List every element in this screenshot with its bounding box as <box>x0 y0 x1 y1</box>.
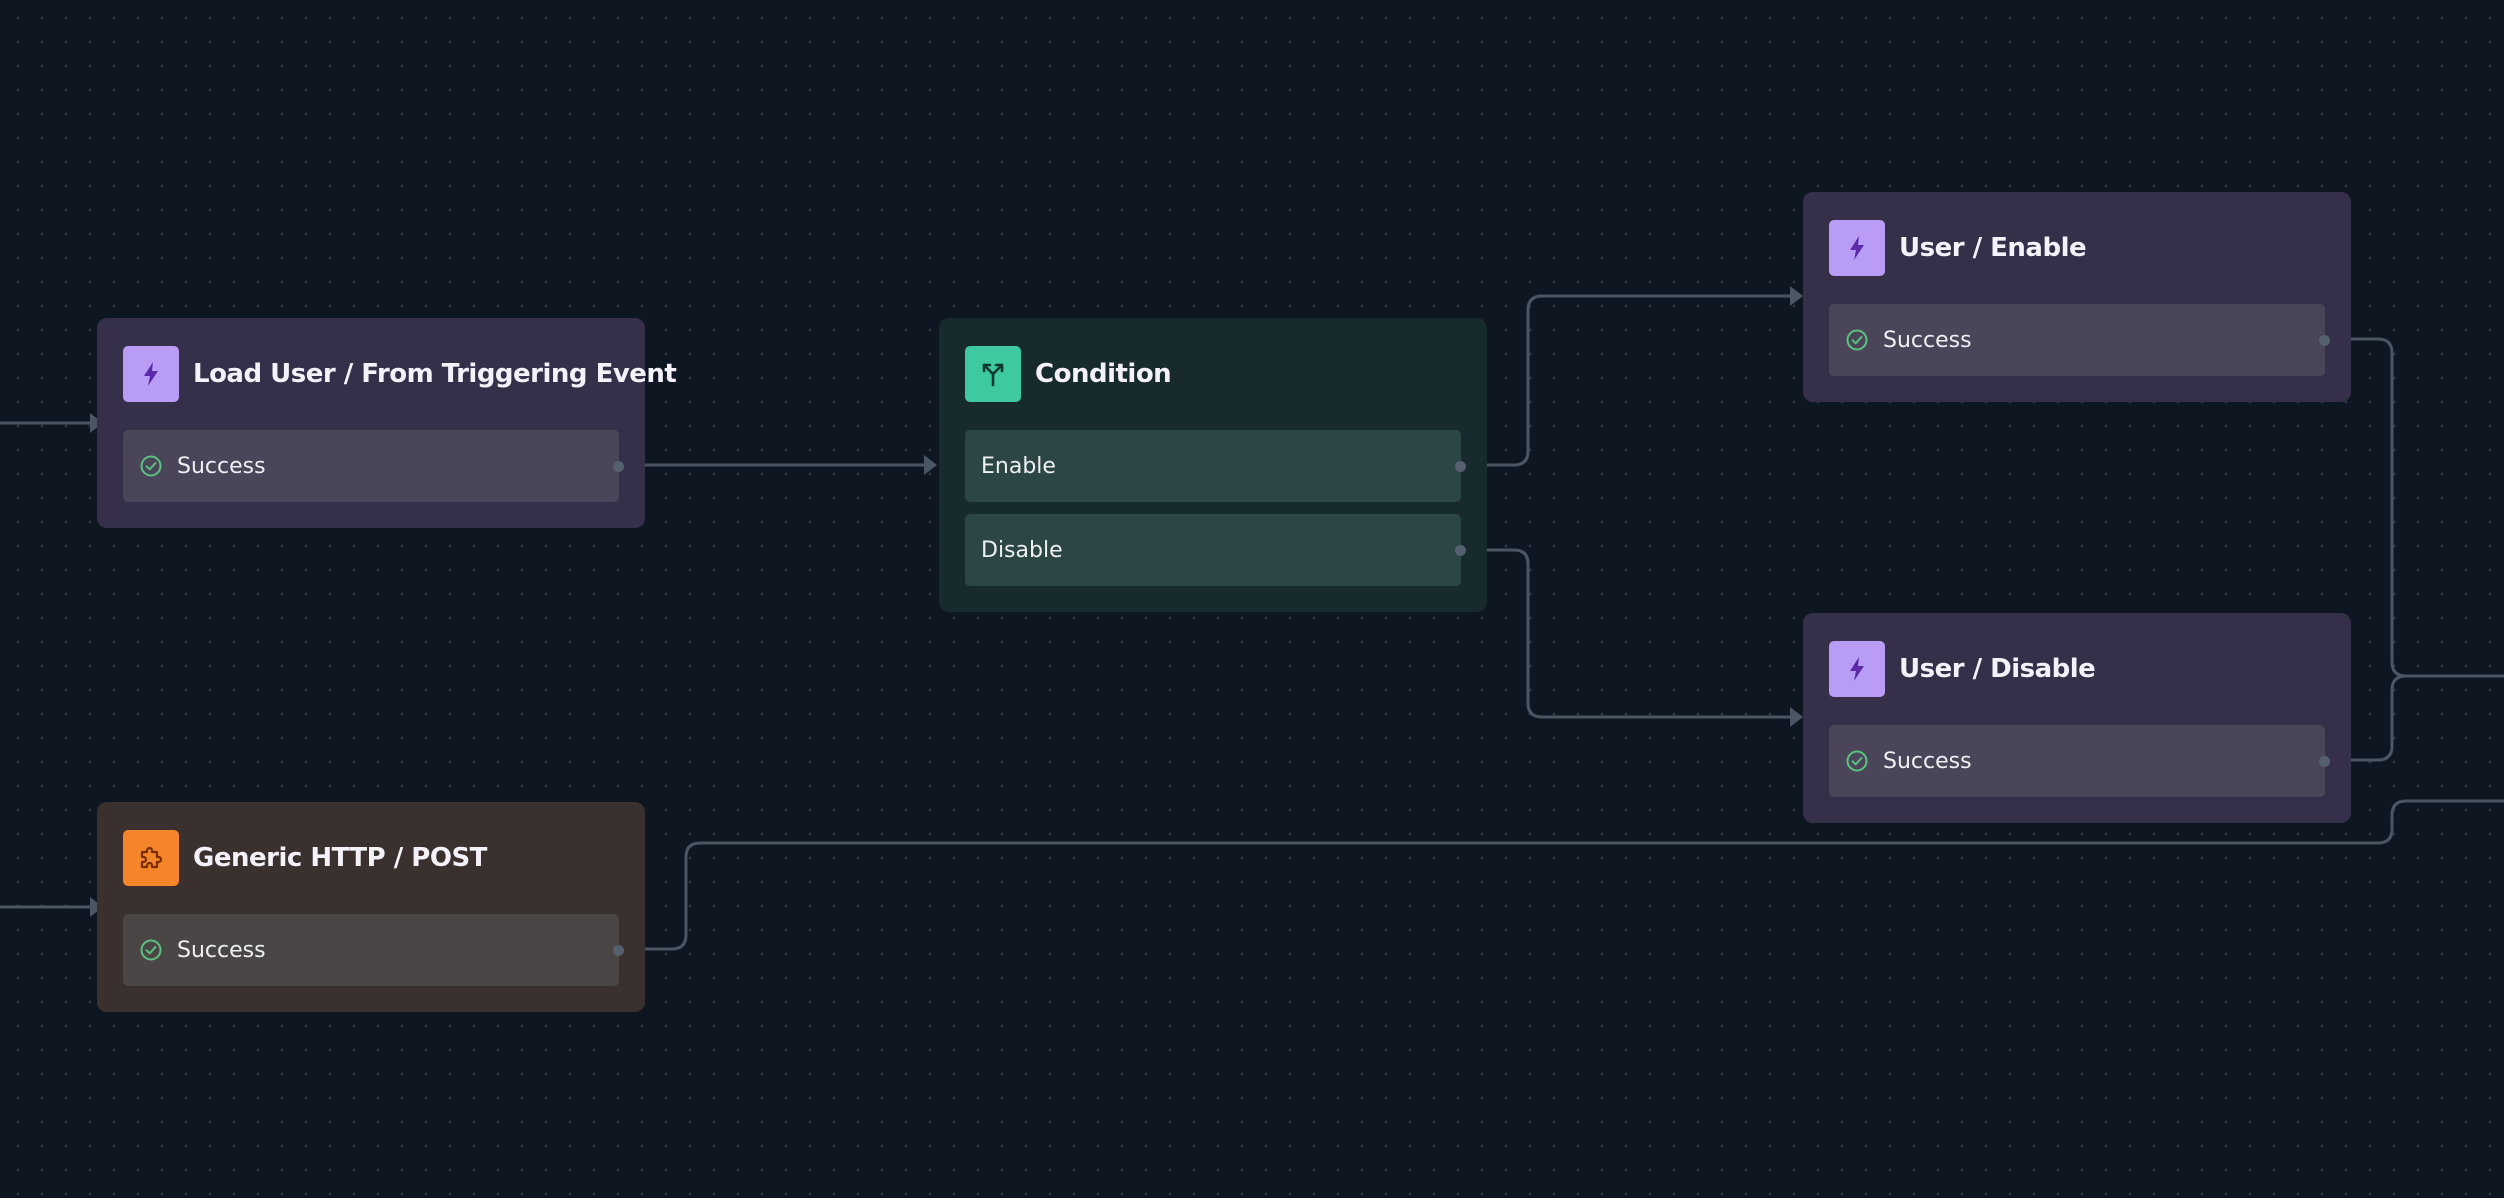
port-label: Disable <box>981 537 1063 563</box>
node-user-enable[interactable]: User / Enable Success <box>1803 192 2351 402</box>
node-load-user[interactable]: Load User / From Triggering Event Succes… <box>97 318 677 528</box>
port-label: Enable <box>981 453 1056 479</box>
node-title: Condition <box>1035 359 1172 389</box>
node-generic-http[interactable]: Generic HTTP / POST Success <box>97 802 645 1012</box>
port-label: Success <box>177 937 266 963</box>
node-header: User / Disable <box>1829 613 2325 725</box>
lightning-icon <box>1829 641 1885 697</box>
check-circle-icon <box>139 938 163 962</box>
port-handle[interactable] <box>2319 335 2330 346</box>
branch-icon <box>965 346 1021 402</box>
node-title: User / Enable <box>1899 233 2087 263</box>
edge-arrow-user-enable <box>1790 286 1803 306</box>
output-port-success[interactable]: Success <box>1829 304 2330 376</box>
output-port-disable[interactable]: Disable <box>965 514 1466 586</box>
lightning-icon <box>123 346 179 402</box>
edge-disable-to-user-disable <box>1462 548 1792 719</box>
puzzle-icon <box>123 830 179 886</box>
port-handle[interactable] <box>613 461 624 472</box>
check-circle-icon <box>139 454 163 478</box>
node-title: Load User / From Triggering Event <box>193 359 677 389</box>
port-handle[interactable] <box>613 945 624 956</box>
port-label: Success <box>1883 327 1972 353</box>
node-header: User / Enable <box>1829 192 2325 304</box>
edge-enable-to-user-enable <box>1462 294 1792 467</box>
edge-arrow-user-disable <box>1790 707 1803 727</box>
port-handle[interactable] <box>1455 545 1466 556</box>
check-circle-icon <box>1845 328 1869 352</box>
port-label: Success <box>1883 748 1972 774</box>
output-port-success[interactable]: Success <box>1829 725 2330 797</box>
port-handle[interactable] <box>2319 756 2330 767</box>
node-title: Generic HTTP / POST <box>193 843 487 873</box>
lightning-icon <box>1829 220 1885 276</box>
output-port-success[interactable]: Success <box>123 914 624 986</box>
port-handle[interactable] <box>1455 461 1466 472</box>
node-title: User / Disable <box>1899 654 2096 684</box>
edge-user-enable-out <box>2326 337 2504 678</box>
output-port-success[interactable]: Success <box>123 430 624 502</box>
node-header: Condition <box>965 318 1461 430</box>
node-header: Generic HTTP / POST <box>123 802 619 914</box>
output-port-enable[interactable]: Enable <box>965 430 1466 502</box>
node-condition[interactable]: Condition Enable Disable <box>939 318 1487 612</box>
port-label: Success <box>177 453 266 479</box>
edge-arrow-condition <box>924 455 937 475</box>
check-circle-icon <box>1845 749 1869 773</box>
node-user-disable[interactable]: User / Disable Success <box>1803 613 2351 823</box>
node-header: Load User / From Triggering Event <box>123 318 677 430</box>
edge-generic-http-out <box>620 799 2504 951</box>
